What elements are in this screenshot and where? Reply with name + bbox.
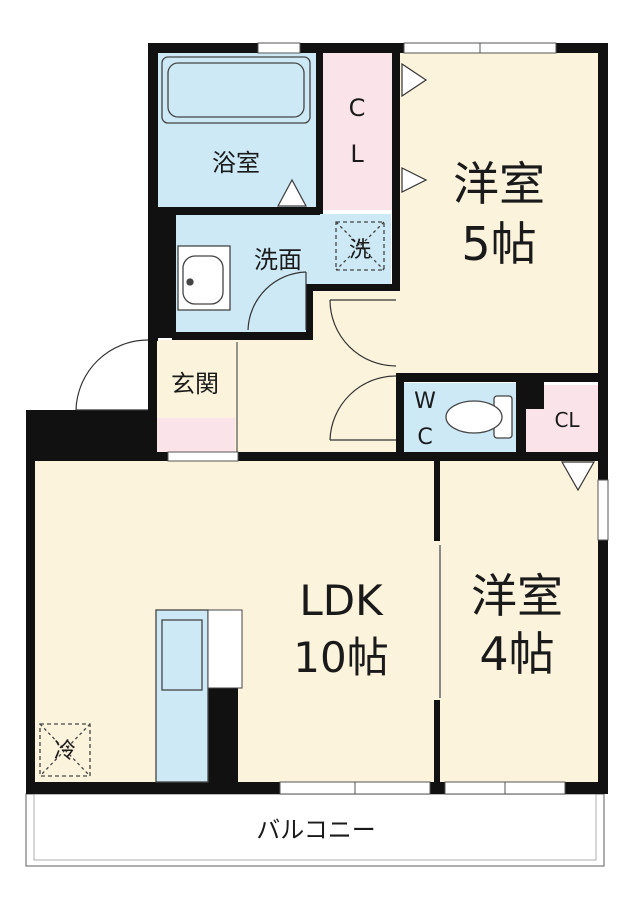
wall-toilet-left — [396, 373, 404, 461]
wall-left-ldk — [26, 452, 35, 794]
floor-western-room-4 — [437, 460, 599, 782]
washer-cross-2 — [335, 221, 385, 271]
label-balcony: バルコニー — [256, 816, 376, 844]
door-washroom-swing — [247, 271, 307, 331]
closet-door-top-1 — [401, 62, 428, 98]
floor-balcony — [25, 793, 605, 867]
kitchen-upper — [207, 609, 243, 689]
kitchen-counter — [155, 609, 209, 783]
door-entrance-swing — [75, 339, 149, 411]
wall-block-entrance-left — [26, 410, 156, 460]
wall-kitchen-stub — [208, 688, 238, 784]
label-ldk-size: 10帖 — [293, 633, 388, 682]
label-western-room-5-size: 5帖 — [461, 217, 536, 271]
label-toilet-c: C — [417, 425, 432, 450]
wall-entrance-left — [148, 338, 157, 460]
closet-door-top-2 — [401, 167, 428, 193]
wall-closet-right — [392, 52, 400, 290]
door-room5-swing — [329, 299, 397, 367]
fixtures — [39, 56, 513, 783]
label-entrance: 玄関 — [171, 370, 219, 398]
labels: 浴室 C L 洋室 5帖 洗面 洗 玄関 W C CL LDK 10帖 洋室 4… — [54, 94, 580, 844]
wall-left-upper — [148, 43, 158, 341]
label-toilet-w: W — [414, 389, 436, 414]
floor-western-room-5 — [398, 52, 600, 377]
wall-toilet-right — [516, 373, 526, 461]
label-closet-small: CL — [554, 408, 580, 432]
label-washroom: 洗面 — [254, 246, 302, 274]
wall-top — [148, 43, 608, 53]
wall-divider-room4 — [434, 461, 440, 541]
wall-block-left — [148, 210, 176, 338]
wall-wash-bottom — [306, 284, 400, 291]
wall-divider-room4-lower — [434, 700, 440, 784]
bathtub — [161, 56, 311, 124]
wall-closet-small-block — [516, 373, 544, 409]
floor-entrance-closet — [157, 418, 235, 454]
wall-bath-right — [316, 52, 323, 214]
toilet-bowl — [445, 400, 503, 434]
door-toilet-swing — [329, 375, 397, 441]
wall-room5-bottom — [396, 373, 608, 382]
windows — [167, 42, 609, 795]
wall-toilet-bottom — [396, 452, 608, 461]
label-fridge: 冷 — [54, 739, 76, 764]
closet-door-small — [560, 461, 596, 492]
bathtub-inner — [167, 62, 305, 118]
kitchen-sink — [161, 619, 203, 691]
window-bath — [257, 42, 301, 54]
label-western-room-4-name: 洋室 — [471, 569, 563, 623]
doors — [75, 62, 596, 492]
label-ldk-name: LDK — [299, 576, 384, 625]
wall-wash-lower-right — [306, 284, 313, 340]
label-washer: 洗 — [349, 238, 371, 263]
fridge-space — [39, 723, 91, 777]
floors — [25, 52, 605, 867]
vanity — [177, 245, 231, 311]
bath-door-triangle — [276, 178, 308, 207]
label-western-room-4-size: 4帖 — [479, 627, 554, 681]
window-entrance-top — [167, 451, 239, 462]
window-room4-right — [597, 479, 609, 541]
washer-area — [335, 221, 385, 271]
vanity-basin — [182, 255, 224, 305]
fridge-cross-2 — [39, 723, 91, 777]
label-closet-top-l: L — [350, 140, 364, 168]
wall-wash-lower-bottom — [172, 332, 313, 340]
washer-cross-1 — [335, 221, 385, 271]
floor-entrance — [155, 340, 237, 418]
wall-bath-bottom — [148, 207, 320, 215]
label-closet-top-c: C — [349, 94, 366, 122]
floor-closet-top — [322, 52, 396, 210]
vanity-drain — [186, 278, 194, 286]
label-western-room-5-name: 洋室 — [453, 157, 545, 211]
wall-right — [598, 43, 608, 793]
label-bathroom: 浴室 — [212, 149, 260, 177]
